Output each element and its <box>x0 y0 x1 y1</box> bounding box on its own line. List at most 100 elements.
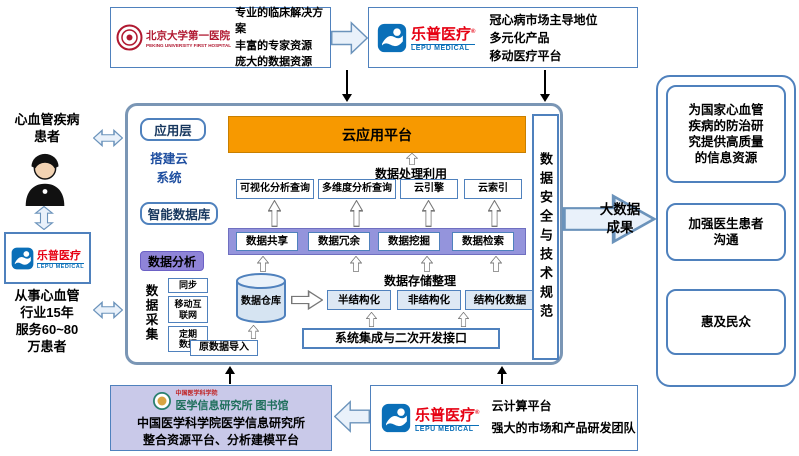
flow-arrow-up-icon <box>268 200 281 227</box>
smart-db-label: 智能数据库 <box>140 202 218 225</box>
text-line: 移动医疗平台 <box>489 48 562 63</box>
institute-logo: 中国医学科学院 医学信息研究所 图书馆 <box>153 388 289 413</box>
flow-arrow-up-icon <box>248 325 259 339</box>
flow-arrow-right-icon <box>291 289 323 311</box>
outcomes-panel: 为国家心血管疾病的防治研究提供高质量的信息资源 加强医生患者沟通 惠及民众 <box>656 75 796 387</box>
exchange-arrow-horizontal-icon <box>93 128 123 148</box>
hospital-partner-box: 北京大学第一医院 PEKING UNIVERSITY FIRST HOSPITA… <box>110 7 331 68</box>
lepu-name-text: 乐普医疗 <box>411 26 472 43</box>
institute-emblem-icon <box>153 391 172 410</box>
lepu-logo-box: 乐普医疗 LEPU MEDICAL <box>4 232 91 284</box>
share-box: 数据挖掘 <box>378 232 440 251</box>
flow-arrow-up-icon <box>488 200 501 227</box>
flow-arrow-up-icon <box>406 153 418 165</box>
lepu-logo-text: 乐普医疗 LEPU MEDICAL <box>36 247 85 270</box>
text-line: 惠及民众 <box>700 314 751 329</box>
institute-logo-text: 中国医学科学院 医学信息研究所 图书馆 <box>175 388 288 413</box>
text-line: 丰富的专家资源 <box>235 39 313 52</box>
flow-arrow-up-icon <box>366 312 377 327</box>
lepu-name: 乐普医疗® <box>415 404 479 425</box>
lepu-name: 乐普医疗 <box>36 249 81 262</box>
big-data-result-arrow-icon <box>562 193 656 245</box>
text-line: 大数据 <box>599 202 641 217</box>
storage-box: 结构化数据 <box>465 290 535 310</box>
lepu-logo: 乐普医疗® LEPU MEDICAL <box>369 23 476 53</box>
flow-arrow-up-icon <box>422 200 435 227</box>
text-line: 患者 <box>33 128 60 144</box>
institute-partner-box: 中国医学科学院 医学信息研究所 图书馆 中国医学科学院医学信息研究所 整合资源平… <box>110 385 332 451</box>
storage-box: 非结构化 <box>397 290 461 310</box>
text-line: 从事心血管 <box>14 288 80 303</box>
collect-box: 移动互联网 <box>168 296 208 323</box>
text-line: 移动互联网 <box>174 299 202 320</box>
outcome-box: 加强医生患者沟通 <box>666 203 786 261</box>
text-line: 心血管疾病 <box>14 112 80 127</box>
lepu-logo-icon <box>11 247 34 269</box>
hospital-strengths: 专业的临床解决方案 丰富的专家资源 庞大的数据资源 <box>231 5 330 71</box>
registered-mark: ® <box>475 409 480 416</box>
connector-arrow-up <box>496 366 508 384</box>
text-line: 定期数据 <box>178 328 197 349</box>
raw-import-box: 原数据导入 <box>190 340 258 356</box>
data-analysis-label: 数据分析 <box>140 251 204 271</box>
hospital-logo-text: 北京大学第一医院 PEKING UNIVERSITY FIRST HOSPITA… <box>146 28 231 48</box>
lepu-logo-icon <box>377 23 407 52</box>
text-line: 庞大的数据资源 <box>235 56 313 68</box>
text-line: 系统 <box>156 170 182 185</box>
connector-arrow-down <box>539 70 551 102</box>
storage-box: 半结构化 <box>327 290 391 310</box>
exchange-arrow-vertical-icon <box>33 206 55 230</box>
text-line: 为国家心血管疾病的防治研究提供高质量的信息资源 <box>688 102 764 166</box>
text-line: 多元化产品 <box>489 30 550 45</box>
text-line: 成果 <box>606 220 634 236</box>
query-box: 多维度分析查询 <box>318 179 396 199</box>
text-line: 中国医学科学院医学信息研究所 <box>136 416 305 431</box>
lepu-logo-text: 乐普医疗® LEPU MEDICAL <box>415 404 480 433</box>
outcome-box: 为国家心血管疾病的防治研究提供高质量的信息资源 <box>666 85 786 183</box>
patient-icon <box>25 153 65 206</box>
connector-arrow-up <box>224 366 236 384</box>
exchange-arrow-horizontal-icon <box>93 300 123 320</box>
lepu-name-en: LEPU MEDICAL <box>411 44 476 52</box>
lepu-partner-box: 乐普医疗® LEPU MEDICAL 冠心病市场主导地位 多元化产品 移动医疗平… <box>368 7 638 68</box>
lepu-logo: 乐普医疗® LEPU MEDICAL <box>371 403 480 433</box>
hospital-name-en: PEKING UNIVERSITY FIRST HOSPITAL <box>146 42 232 48</box>
text-line: 整合资源平台、分析建模平台 <box>142 432 299 447</box>
institute-name-main: 医学信息研究所 图书馆 <box>175 400 289 413</box>
lepu-name-text: 乐普医疗 <box>415 406 476 424</box>
hospital-logo: 北京大学第一医院 PEKING UNIVERSITY FIRST HOSPITA… <box>111 24 231 51</box>
outcome-box: 惠及民众 <box>666 289 786 355</box>
flow-arrow-up-icon <box>350 200 363 227</box>
data-warehouse-icon <box>236 273 286 323</box>
lepu-cloud-strengths: 云计算平台 强大的市场和产品研发团队 <box>479 396 637 439</box>
flow-arrow-right-icon <box>331 21 368 55</box>
share-box: 数据冗余 <box>308 232 370 251</box>
text-line: 专业的临床解决方案 <box>235 6 324 36</box>
flow-arrow-left-icon <box>334 400 370 433</box>
share-box: 数据共享 <box>236 232 298 251</box>
text-line: 服务60~80 <box>15 321 79 337</box>
build-cloud-label: 搭建云 系统 <box>130 150 208 188</box>
flow-arrow-up-icon <box>490 256 502 272</box>
lepu-experience-label: 从事心血管 行业15年 服务60~80 万患者 <box>0 288 94 356</box>
lepu-strengths: 冠心病市场主导地位 多元化产品 移动医疗平台 <box>475 11 637 65</box>
lepu-cloud-box: 乐普医疗® LEPU MEDICAL 云计算平台 强大的市场和产品研发团队 <box>370 385 638 451</box>
patient-label: 心血管疾病 患者 <box>0 112 94 146</box>
collect-box: 同步 <box>168 278 208 293</box>
hospital-emblem-icon <box>116 24 143 51</box>
text-line: 行业15年 <box>20 304 74 320</box>
query-box: 云引擎 <box>400 179 458 199</box>
query-box: 可视化分析查询 <box>236 179 314 199</box>
share-box: 数据检索 <box>452 232 514 251</box>
data-security-bar: 数据安全与技术规范 <box>532 114 559 360</box>
cloud-app-platform-bar: 云应用平台 <box>228 116 526 153</box>
connector-arrow-down <box>341 70 353 102</box>
integration-box: 系统集成与二次开发接口 <box>302 328 500 349</box>
lepu-name-en: LEPU MEDICAL <box>415 424 480 433</box>
data-storage-label: 数据存储整理 <box>383 274 456 288</box>
registered-mark: ® <box>471 29 476 35</box>
flow-arrow-up-icon <box>257 256 269 272</box>
lepu-logo-icon <box>381 403 411 433</box>
lepu-logo-text: 乐普医疗® LEPU MEDICAL <box>411 23 476 52</box>
